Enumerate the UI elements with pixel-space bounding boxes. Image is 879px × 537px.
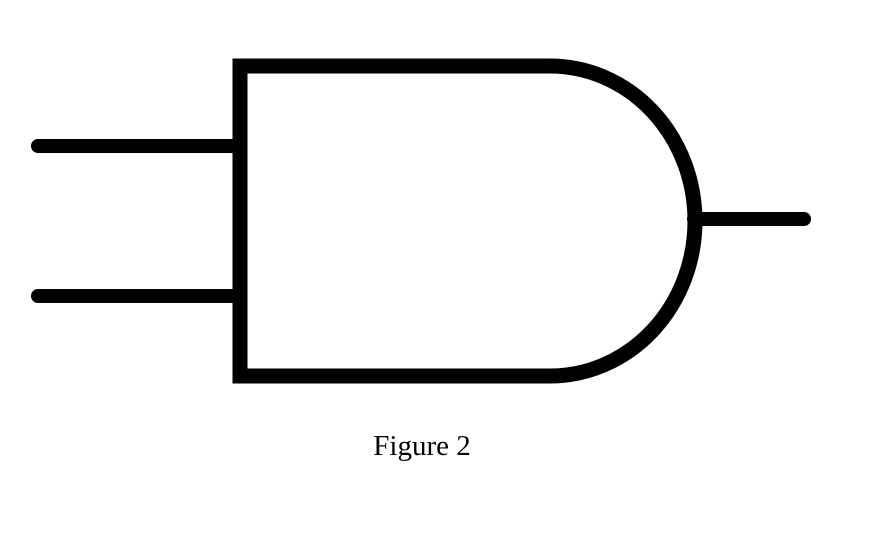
and-gate-body [232,58,703,384]
figure-caption: Figure 2 [373,430,471,462]
